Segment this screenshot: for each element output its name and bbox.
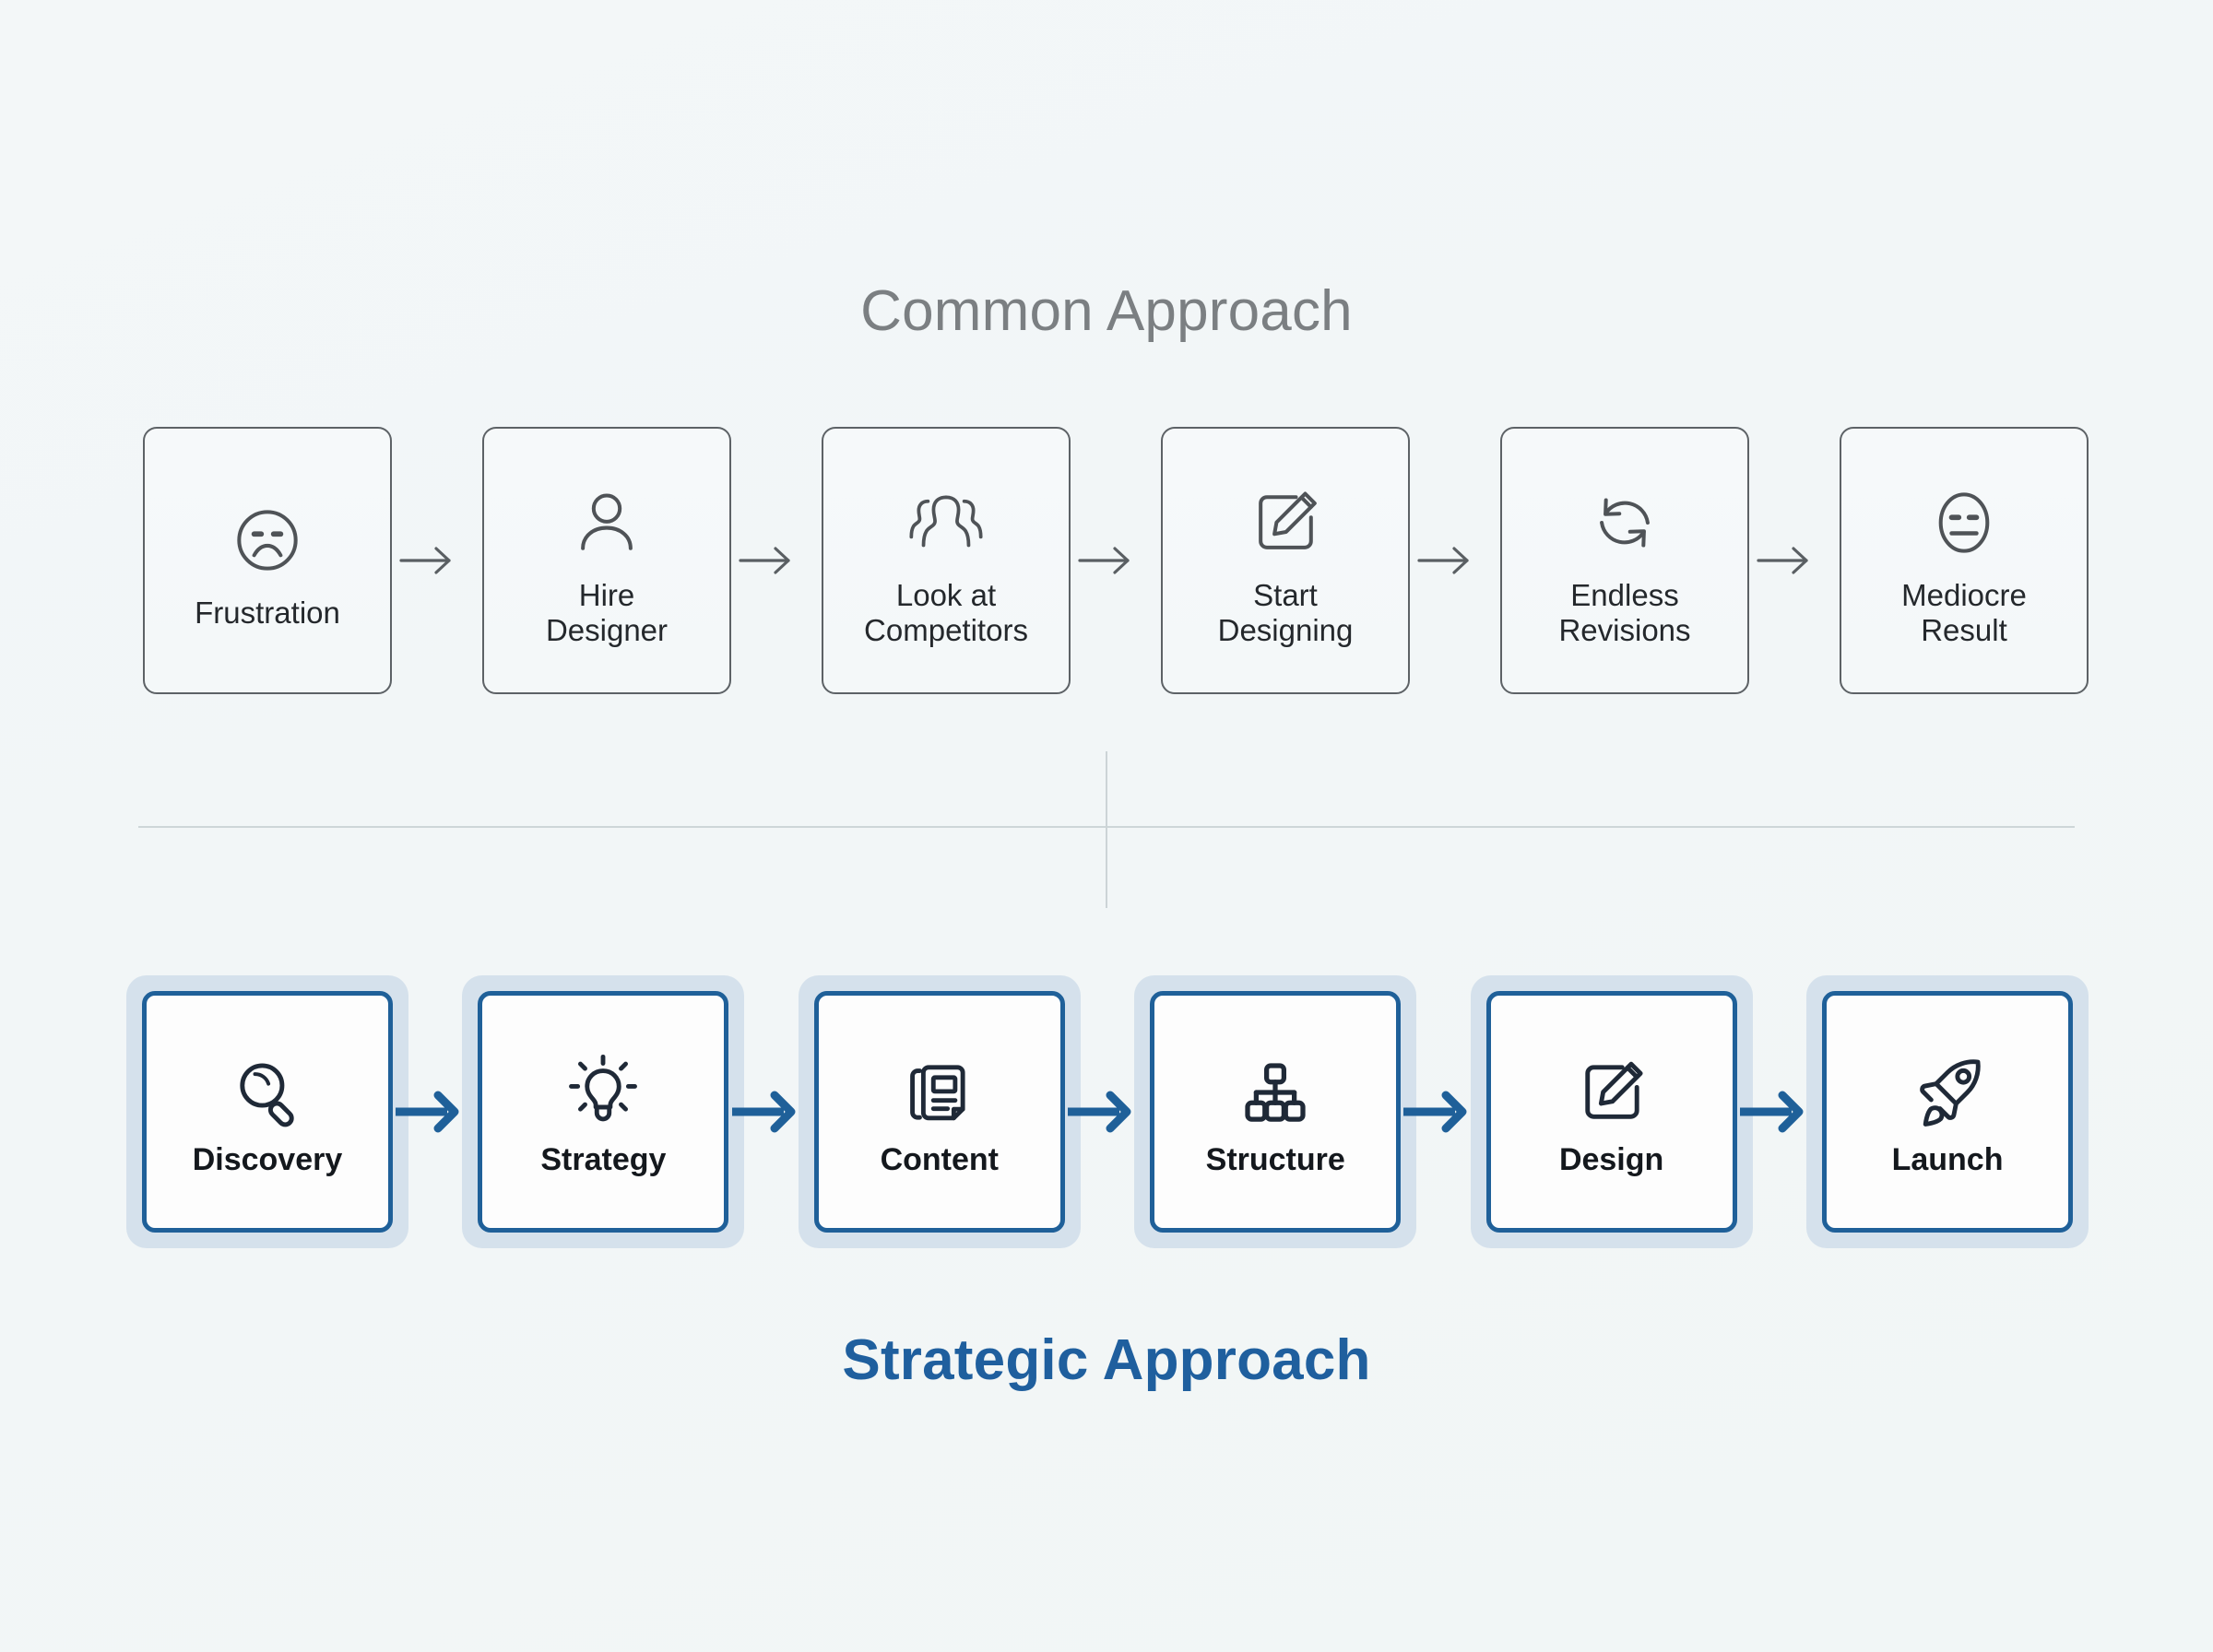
- strategic-step-discovery[interactable]: Discovery: [126, 975, 408, 1248]
- arrow-right-bold-icon: [1739, 1088, 1817, 1136]
- strategic-step-structure[interactable]: Structure: [1134, 975, 1417, 1248]
- strategic-step-content[interactable]: Content: [798, 975, 1081, 1248]
- people-group-icon: [900, 473, 992, 572]
- strategic-step-label: Content: [880, 1141, 1000, 1177]
- arrow-right-icon: [392, 545, 464, 576]
- common-step-label: Frustration: [195, 595, 340, 630]
- arrow-right-bold-icon: [731, 1088, 809, 1136]
- refresh-loop-icon: [1582, 473, 1667, 572]
- arrow-right-icon: [1071, 545, 1142, 576]
- person-icon: [564, 473, 649, 572]
- common-approach-title: Common Approach: [860, 279, 1353, 343]
- lightbulb-icon: [562, 1046, 645, 1139]
- strategic-step-design[interactable]: Design: [1470, 975, 1753, 1248]
- strategic-approach-row: Discovery: [124, 975, 2089, 1248]
- strategic-step-strategy[interactable]: Strategy: [462, 975, 745, 1248]
- arrow-right-icon: [731, 545, 803, 576]
- frowning-face-icon: [225, 490, 310, 590]
- arrow-right-bold-icon: [396, 1088, 473, 1136]
- document-stack-icon: [898, 1046, 981, 1139]
- pencil-square-icon: [1243, 473, 1328, 572]
- arrow-right-icon: [1410, 545, 1482, 576]
- arrow-right-bold-icon: [1068, 1088, 1145, 1136]
- strategic-step-label: Design: [1558, 1141, 1664, 1177]
- strategic-step-label: Discovery: [192, 1141, 343, 1177]
- strategic-step-launch[interactable]: Launch: [1806, 975, 2089, 1248]
- hierarchy-icon: [1234, 1046, 1317, 1139]
- neutral-face-icon: [1922, 473, 2006, 572]
- strategic-approach-title: Strategic Approach: [842, 1328, 1371, 1392]
- strategic-step-label: Structure: [1205, 1141, 1345, 1177]
- arrow-right-icon: [1749, 545, 1821, 576]
- pencil-square-icon: [1570, 1046, 1653, 1139]
- strategic-step-label: Launch: [1891, 1141, 2004, 1177]
- section-divider-vertical: [1106, 751, 1107, 908]
- strategic-step-label: Strategy: [540, 1141, 667, 1177]
- rocket-icon: [1906, 1046, 1989, 1139]
- magnifier-icon: [226, 1046, 309, 1139]
- common-step-frustration[interactable]: Frustration: [143, 427, 392, 694]
- arrow-right-bold-icon: [1403, 1088, 1481, 1136]
